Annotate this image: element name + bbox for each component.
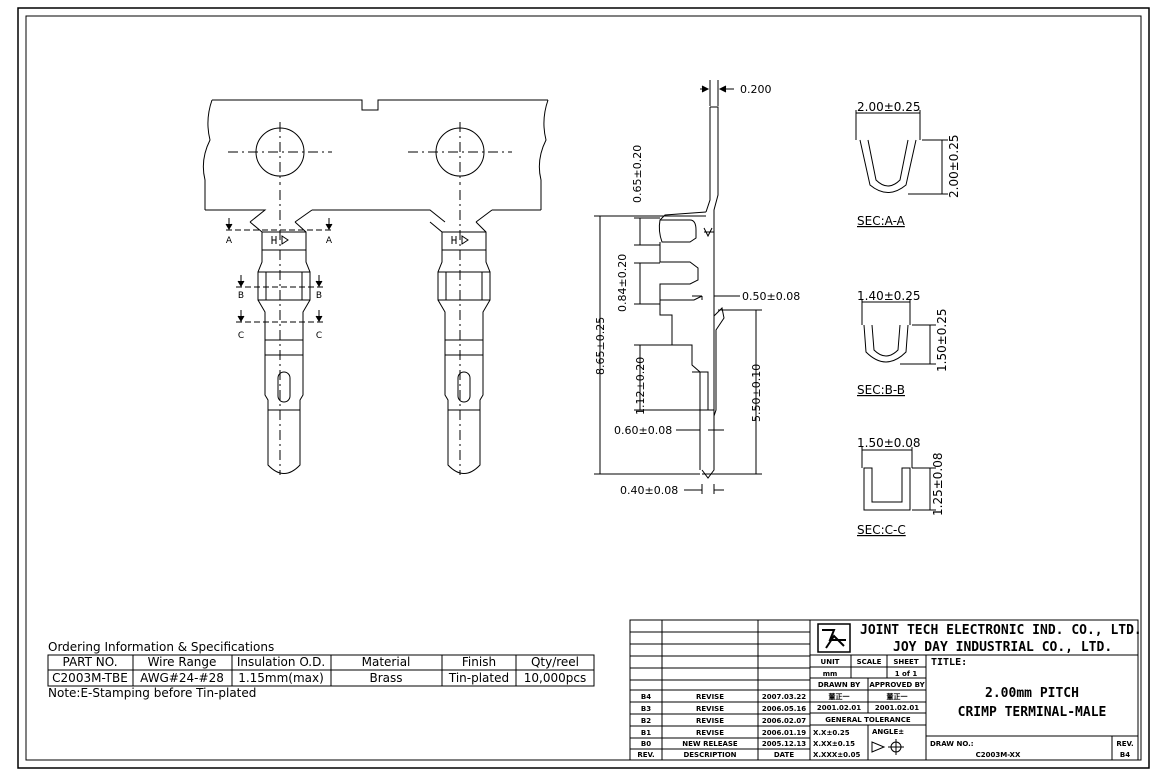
terminal-left: [249, 221, 311, 474]
section-mark-a-right: A: [326, 236, 333, 246]
sec-b-label: SEC:B-B: [857, 383, 905, 397]
approved-date: 2001.02.01: [875, 704, 919, 712]
scale-label: SCALE: [857, 658, 882, 666]
rev-row-desc: REVISE: [696, 693, 724, 701]
sheet-value: 1 of 1: [895, 670, 918, 678]
section-c-c: [861, 447, 936, 511]
sec-b-width: 1.40±0.25: [857, 289, 921, 303]
spec-table: [47, 654, 595, 687]
rev-row-desc: REVISE: [696, 729, 724, 737]
spec-cell-qty: 10,000pcs: [524, 671, 586, 685]
rev-label: REV.: [1116, 740, 1133, 748]
unit-value: mm: [823, 670, 838, 678]
spec-cell-finish: Tin-plated: [448, 671, 509, 685]
drawn-date: 2001.02.01: [817, 704, 861, 712]
section-mark-a-left: A: [226, 236, 233, 246]
section-b-b: [861, 299, 936, 365]
tolerance-2: X.XX±0.15: [813, 740, 855, 748]
dim-0-65: 0.65±0.20: [631, 145, 644, 203]
approved-name: 董正一: [887, 692, 908, 701]
approved-by-label: APPROVED BY: [869, 681, 925, 689]
rev-value: B4: [1120, 751, 1130, 759]
spec-cell-material: Brass: [369, 671, 402, 685]
rev-row-rev: B3: [641, 705, 651, 713]
dim-0-40: 0.40±0.08: [620, 484, 678, 497]
rev-row-desc: NEW RELEASE: [682, 740, 738, 748]
tolerance-3: X.XXX±0.05: [813, 751, 861, 759]
outer-border: [17, 7, 1150, 769]
section-mark-c-left: C: [238, 331, 244, 341]
sheet-label: SHEET: [893, 658, 918, 666]
draw-no-value: C2003M-XX: [976, 751, 1021, 759]
rev-row-desc: REVISE: [696, 705, 724, 713]
section-mark-b-right: B: [316, 291, 322, 301]
rev-row-rev: B0: [641, 740, 651, 748]
angle-label: ANGLE±: [872, 728, 904, 736]
draw-no-label: DRAW NO.:: [930, 740, 974, 748]
spec-cell-part-no: C2003M-TBE: [52, 671, 128, 685]
spec-cell-insulation: 1.15mm(max): [238, 671, 324, 685]
rev-row-rev: B2: [641, 717, 651, 725]
rev-row-date: 2007.03.22: [762, 693, 806, 701]
rev-row-date: 2006.02.07: [762, 717, 806, 725]
rev-footer-desc: DESCRIPTION: [683, 751, 736, 759]
rev-footer-rev: REV.: [637, 751, 654, 759]
company-name-2: JOY DAY INDUSTRIAL CO., LTD.: [893, 640, 1112, 655]
dim-0-84: 0.84±0.20: [616, 254, 629, 312]
spec-header-insulation: Insulation O.D.: [237, 655, 325, 669]
title-line-2: CRIMP TERMINAL-MALE: [958, 705, 1107, 720]
sec-a-height: 2.00±0.25: [947, 135, 961, 199]
dim-0-60: 0.60±0.08: [614, 424, 672, 437]
dim-8-65: 8.65±0.25: [594, 317, 607, 375]
rev-row-desc: REVISE: [696, 717, 724, 725]
inner-border: [25, 15, 1142, 761]
sec-c-height: 1.25±0.08: [931, 453, 945, 517]
sec-a-label: SEC:A-A: [857, 214, 906, 228]
spec-header-material: Material: [362, 655, 411, 669]
sec-c-width: 1.50±0.08: [857, 436, 921, 450]
rev-row-rev: B4: [641, 693, 651, 701]
rev-row-date: 2006.05.16: [762, 705, 806, 713]
title-label: TITLE:: [931, 657, 967, 668]
drawn-name: 董正一: [829, 692, 850, 701]
company-name-1: JOINT TECH ELECTRONIC IND. CO., LTD.: [860, 623, 1142, 638]
terminal-strip-view: [202, 99, 549, 475]
dim-0-200: 0.200: [740, 83, 772, 96]
rev-row-date: 2005.12.13: [762, 740, 806, 748]
unit-label: UNIT: [821, 658, 840, 666]
dim-1-12: 1.12±0.20: [634, 357, 647, 415]
drawn-by-label: DRAWN BY: [818, 681, 861, 689]
terminal-right: [429, 221, 491, 474]
section-mark-c-right: C: [316, 331, 322, 341]
sec-c-label: SEC:C-C: [857, 523, 906, 537]
rev-row-date: 2006.01.19: [762, 729, 806, 737]
side-view: [594, 80, 762, 494]
spec-title: Ordering Information & Specifications: [48, 640, 274, 654]
spec-cell-wire-range: AWG#24-#28: [140, 671, 224, 685]
title-line-1: 2.00mm PITCH: [985, 686, 1079, 701]
section-mark-b-left: B: [238, 291, 244, 301]
dim-0-50: 0.50±0.08: [742, 290, 800, 303]
spec-header-finish: Finish: [462, 655, 496, 669]
spec-note: Note:E-Stamping before Tin-plated: [48, 686, 256, 700]
rev-footer-date: DATE: [774, 751, 794, 759]
spec-header-wire-range: Wire Range: [148, 655, 217, 669]
section-a-a: [855, 110, 948, 195]
tolerance-1: X.X±0.25: [813, 729, 850, 737]
spec-header-qty: Qty/reel: [531, 655, 579, 669]
title-block: [629, 619, 1139, 761]
dim-5-50: 5.50±0.10: [750, 364, 763, 422]
rev-row-rev: B1: [641, 729, 651, 737]
general-tolerance-label: GENERAL TOLERANCE: [825, 716, 911, 724]
spec-header-part-no: PART NO.: [62, 655, 117, 669]
sec-a-width: 2.00±0.25: [857, 100, 921, 114]
sec-b-height: 1.50±0.25: [935, 309, 949, 373]
